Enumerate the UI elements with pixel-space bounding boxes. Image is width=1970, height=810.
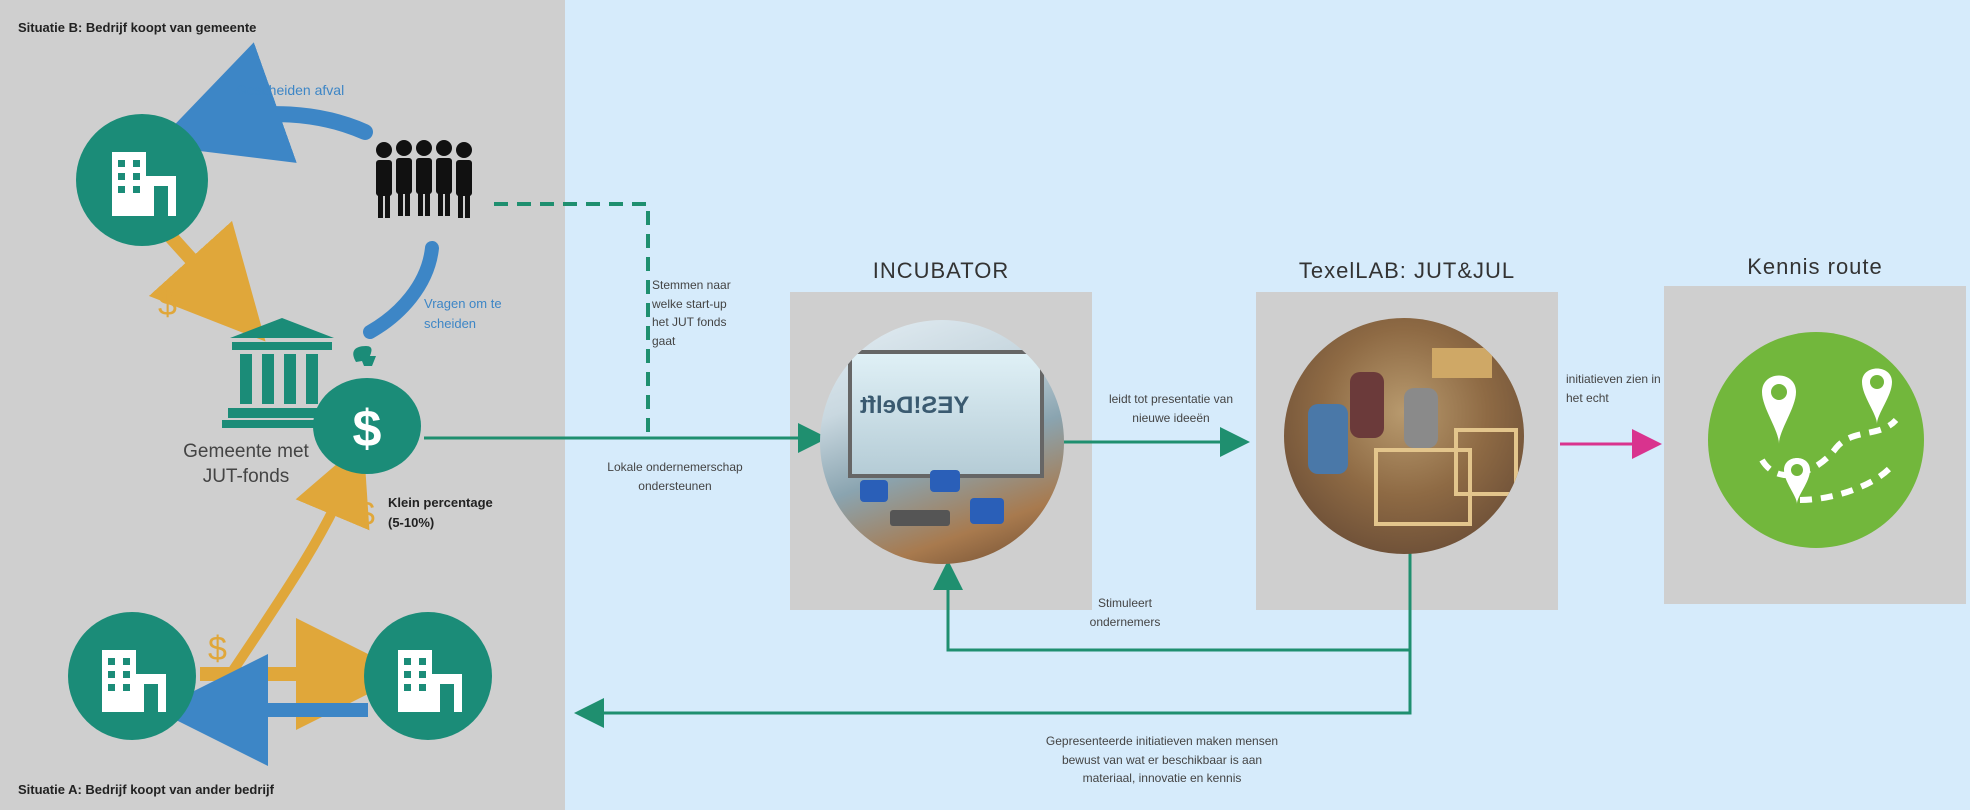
texellab-photo [1284, 318, 1524, 554]
building-icon [364, 612, 492, 740]
chair [930, 470, 960, 492]
situation-a-title: Situatie A: Bedrijf koopt van ander bedr… [18, 782, 274, 797]
bank-icon [222, 318, 342, 428]
dollar-icon: $ [208, 630, 227, 668]
dollar-icon: $ [356, 495, 375, 533]
dollar-icon: $ [158, 285, 177, 323]
leads-to-label: leidt tot presentatie van nieuwe ideeën [1108, 392, 1234, 425]
incubator-title: INCUBATOR [872, 258, 1010, 283]
printer-frame [1454, 428, 1518, 496]
stimulates-feedback-arrow [933, 550, 1412, 652]
percentage-arrow [227, 441, 370, 677]
printer-frame [1374, 448, 1472, 526]
support-local-label: Lokale ondernemerschap ondersteunen [607, 460, 743, 493]
money-bag-icon: $ [313, 346, 421, 474]
window-frame [848, 350, 1044, 478]
chair [970, 498, 1004, 524]
person [1350, 372, 1384, 438]
shelf [1432, 348, 1492, 378]
table [890, 510, 950, 526]
ask-to-separate-label: Vragen om te scheiden [424, 296, 502, 332]
incubator-sign: YES!Delft [860, 392, 970, 419]
ask-to-separate-arrow [363, 241, 439, 339]
texellab-title: TexelLAB: JUT&JUL [1298, 258, 1516, 283]
vote-label: Stemmen naar welke start-up het JUT fond… [652, 278, 731, 348]
situation-b-title: Situatie B: Bedrijf koopt van gemeente [18, 20, 257, 35]
separated-waste-arrow [154, 42, 373, 163]
municipality-label: Gemeente met JUT-fonds [183, 441, 309, 487]
presented-label: Gepresenteerde initiatieven maken mensen… [1045, 734, 1279, 786]
awareness-return-arrow [574, 650, 1412, 728]
map-route-icon [1708, 332, 1924, 548]
initiatives-real-label: initiatieven zien in het echt [1566, 372, 1661, 405]
small-percentage-label: Klein percentage [388, 495, 493, 510]
kennis-route-title: Kennis route [1747, 254, 1883, 279]
percentage-range-label: (5-10%) [388, 515, 435, 530]
building-icon [68, 612, 196, 740]
svg-text:$: $ [353, 400, 382, 458]
person [1404, 388, 1438, 448]
stimulates-label: Stimuleert ondernemers [1089, 596, 1161, 629]
vote-connector [494, 202, 650, 436]
payment-arrow-top [148, 220, 266, 342]
building-icon [76, 114, 208, 246]
chair [860, 480, 888, 502]
separated-waste-label: Gescheiden afval [236, 82, 345, 98]
people-group-icon [376, 140, 472, 218]
person [1308, 404, 1348, 474]
incubator-photo: YES!Delft [820, 320, 1064, 564]
